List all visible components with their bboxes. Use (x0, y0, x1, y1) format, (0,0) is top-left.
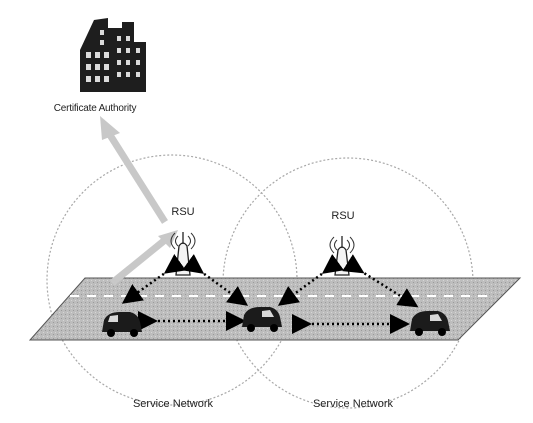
arrow-rsu-uplink (109, 230, 178, 286)
arrow-to-certificate-authority (100, 116, 168, 224)
rsu-label: RSU (171, 206, 195, 218)
communication-links (121, 254, 419, 334)
rsu-antenna-icon (329, 236, 355, 276)
service-network-label: Service Network (132, 398, 214, 410)
rsu-antenna-icon (170, 232, 196, 276)
car-icon (242, 307, 282, 332)
car-icon (102, 312, 142, 337)
service-network-label: Service Network (312, 398, 394, 410)
certificate-authority-label: Certificate Authority (53, 103, 137, 114)
rsu-label: RSU (331, 210, 355, 222)
car-icon (410, 311, 450, 336)
building-icon (80, 18, 146, 92)
